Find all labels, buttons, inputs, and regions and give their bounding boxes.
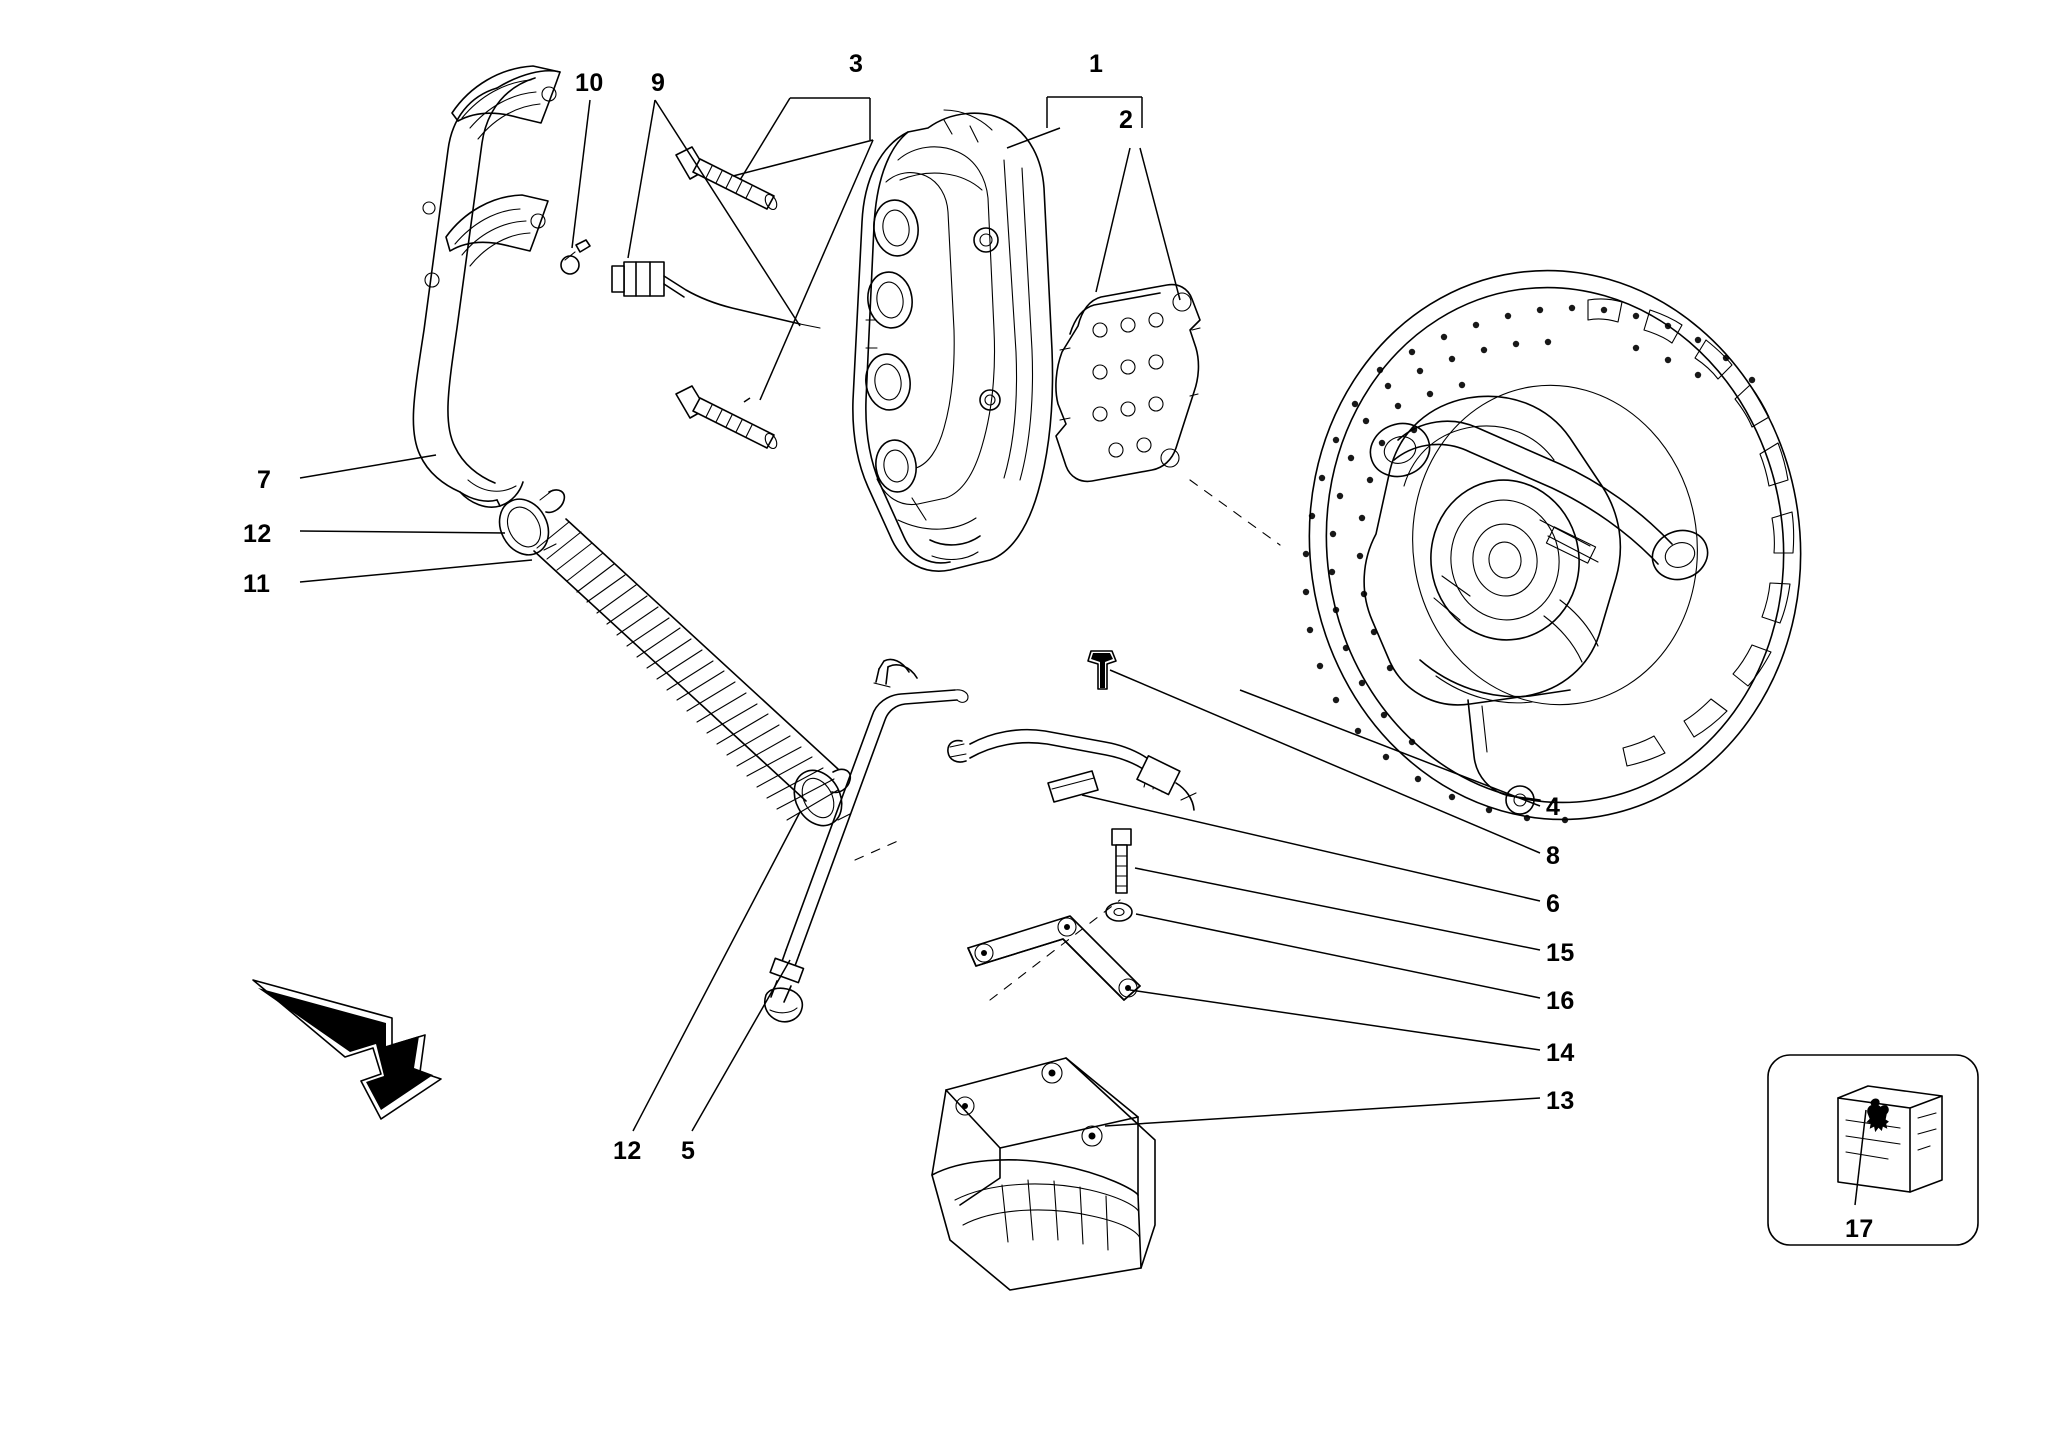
callout-14: 14 <box>1546 1039 1575 1067</box>
callout-13: 13 <box>1546 1087 1575 1115</box>
part-brake-disc <box>1302 269 1802 824</box>
part-brake-hose-upper <box>873 658 918 688</box>
part-small-plate <box>1047 770 1099 803</box>
callout-1: 1 <box>1089 50 1104 78</box>
direction-arrow <box>252 979 442 1120</box>
callout-3: 3 <box>849 50 864 78</box>
part-washer <box>1105 902 1133 922</box>
part-brake-caliper <box>852 109 1054 572</box>
callout-12-upper: 12 <box>243 520 272 548</box>
callout-12-lower: 12 <box>613 1137 642 1165</box>
leader-lines <box>299 96 1867 1206</box>
callout-5: 5 <box>681 1137 696 1165</box>
part-caliper-bolt-upper <box>675 146 778 211</box>
part-caliper-feed-pipe <box>947 728 1197 811</box>
part-flexible-hose <box>533 518 839 821</box>
callout-16: 16 <box>1546 987 1575 1015</box>
ferrari-booklet-inset <box>1767 1054 1979 1246</box>
part-air-deflector <box>931 1057 1156 1291</box>
callout-8: 8 <box>1546 842 1561 870</box>
callout-4: 4 <box>1546 793 1561 821</box>
part-pin <box>560 239 591 275</box>
part-brake-pads <box>1055 283 1201 483</box>
part-brake-pipe <box>763 689 969 1023</box>
callout-15: 15 <box>1546 939 1575 967</box>
part-triangular-bracket <box>967 915 1141 1001</box>
part-wear-sensor <box>611 261 821 329</box>
callout-2: 2 <box>1119 106 1134 134</box>
callout-11: 11 <box>243 570 271 598</box>
callout-6: 6 <box>1546 890 1561 918</box>
callout-17: 17 <box>1845 1215 1874 1243</box>
part-clip <box>1087 650 1117 690</box>
part-air-duct <box>412 65 561 508</box>
part-screw <box>1111 828 1132 894</box>
callout-10: 10 <box>575 69 604 97</box>
part-caliper-bolt-lower <box>675 385 778 450</box>
part-hose-clamp-upper <box>498 489 566 556</box>
callout-9: 9 <box>651 69 666 97</box>
callout-7: 7 <box>257 466 272 494</box>
